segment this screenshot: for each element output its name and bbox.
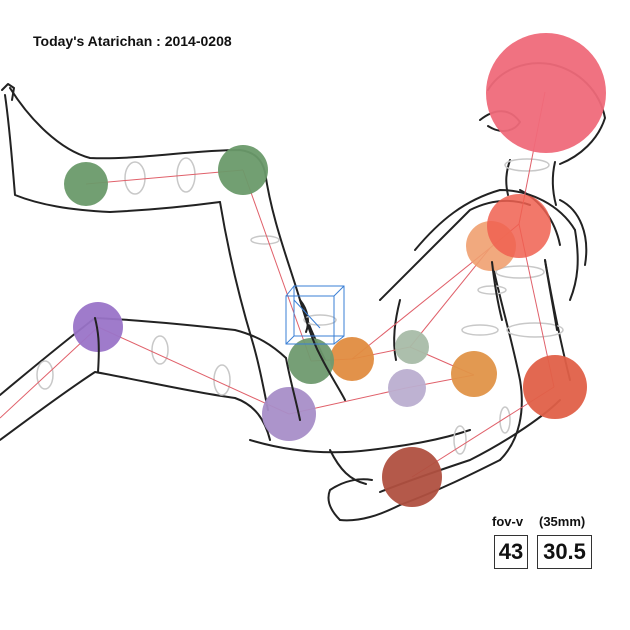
joint-hip-left[interactable] <box>288 338 334 384</box>
joint-hip-front[interactable] <box>262 387 316 441</box>
fov-label: fov-v <box>492 514 524 529</box>
joint-foot-raised[interactable] <box>64 162 108 206</box>
transform-gizmo[interactable] <box>285 285 345 345</box>
joint-elbow-right[interactable] <box>523 355 587 419</box>
joint-neck[interactable] <box>487 194 551 258</box>
joint-knee-raised[interactable] <box>218 145 268 195</box>
joint-pelvis-right[interactable] <box>388 369 426 407</box>
lens-value-box[interactable]: 30.5 <box>537 535 592 569</box>
joint-knee-lowered[interactable] <box>73 302 123 352</box>
joint-pelvis-center[interactable] <box>330 337 374 381</box>
body-sketch-overlay <box>94 259 558 421</box>
fov-value-box[interactable]: 43 <box>494 535 528 569</box>
lens-label: (35mm) <box>539 514 586 529</box>
page-title: Today's Atarichan : 2014-0208 <box>33 33 232 49</box>
joint-spine[interactable] <box>395 330 429 364</box>
joint-elbow-left[interactable] <box>451 351 497 397</box>
joint-hand-right[interactable] <box>382 447 442 507</box>
joint-head[interactable] <box>486 33 606 153</box>
joints[interactable] <box>64 33 606 507</box>
